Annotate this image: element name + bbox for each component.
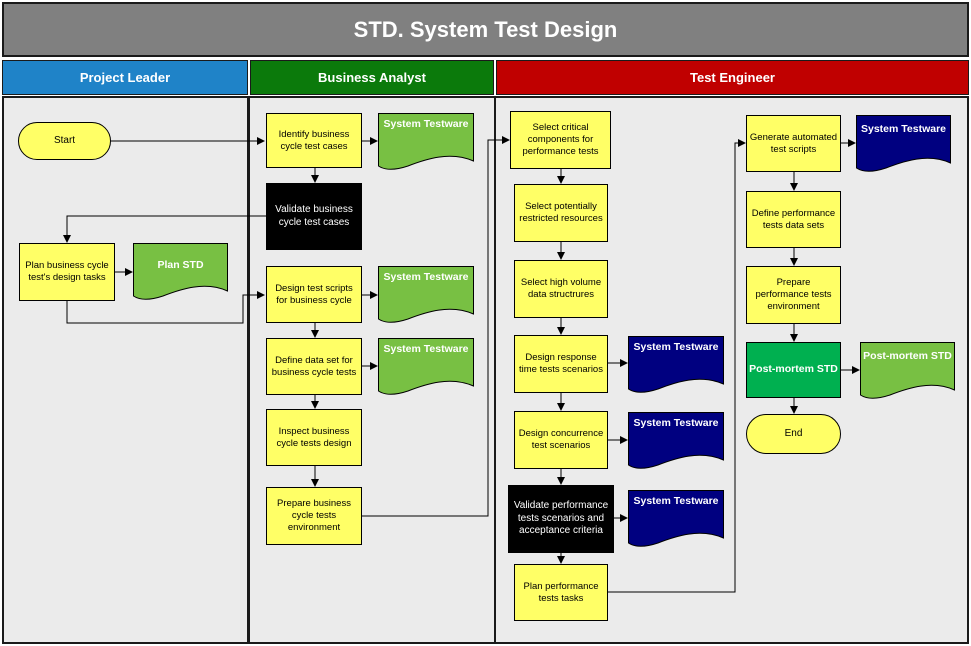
connector-validate-plan [63, 215, 268, 243]
select-components-process: Select critical components for performan… [510, 111, 611, 169]
postmortem-document-label: Post-mortem STD [863, 350, 952, 362]
design-response-process: Design response time tests scenarios [514, 335, 608, 393]
validate-perf-testware-label: System Testware [633, 495, 719, 507]
design-concurrence-process: Design concurrence test scenarios [514, 411, 608, 469]
identify-testware-document: System Testware [378, 113, 474, 171]
select-resources-process: Select potentially restricted resources [514, 184, 608, 242]
plan-tasks-process: Plan business cycle test's design tasks [19, 243, 115, 301]
lane-header-test-engineer: Test Engineer [496, 60, 969, 95]
define-data-set-process: Define data set for business cycle tests [266, 338, 362, 395]
define-perf-data-process: Define performance tests data sets [746, 191, 841, 248]
define-data-set-testware-label: System Testware [383, 343, 469, 355]
postmortem-process: Post-mortem STD [746, 342, 841, 398]
identify-cases-process: Identify business cycle test cases [266, 113, 362, 168]
generate-scripts-testware-document: System Testware [856, 115, 951, 173]
diagram-title: STD. System Test Design [2, 2, 969, 57]
lane-header-project-leader: Project Leader [2, 60, 248, 95]
lane-header-business-analyst: Business Analyst [250, 60, 494, 95]
postmortem-document: Post-mortem STD [860, 342, 955, 400]
select-data-process: Select high volume data structrures [514, 260, 608, 318]
define-data-set-testware-document: System Testware [378, 338, 474, 396]
validate-perf-testware-document: System Testware [628, 490, 724, 548]
connector-prepare-components [362, 136, 510, 517]
validate-cases-process: Validate business cycle test cases [266, 183, 362, 250]
identify-testware-label: System Testware [383, 118, 469, 130]
connector-plan-design [66, 291, 265, 324]
connector-plan-generate [608, 139, 746, 593]
plan-perf-process: Plan performance tests tasks [514, 564, 608, 621]
design-concurrence-testware-label: System Testware [633, 417, 719, 429]
start-terminator: Start [18, 122, 111, 160]
design-scripts-process: Design test scripts for business cycle [266, 266, 362, 323]
inspect-design-process: Inspect business cycle tests design [266, 409, 362, 466]
design-scripts-testware-document: System Testware [378, 266, 474, 324]
prepare-perf-env-process: Prepare performance tests environment [746, 266, 841, 324]
prepare-env-process: Prepare business cycle tests environment [266, 487, 362, 545]
validate-perf-process: Validate performance tests scenarios and… [508, 485, 614, 553]
design-scripts-testware-label: System Testware [383, 271, 469, 283]
end-terminator: End [746, 414, 841, 454]
generate-scripts-process: Generate automated test scripts [746, 115, 841, 172]
design-response-testware-document: System Testware [628, 336, 724, 394]
generate-scripts-testware-label: System Testware [860, 123, 946, 135]
plan-std-document: Plan STD [133, 243, 228, 301]
design-concurrence-testware-document: System Testware [628, 412, 724, 470]
plan-std-label: Plan STD [157, 259, 204, 271]
design-response-testware-label: System Testware [633, 341, 719, 353]
